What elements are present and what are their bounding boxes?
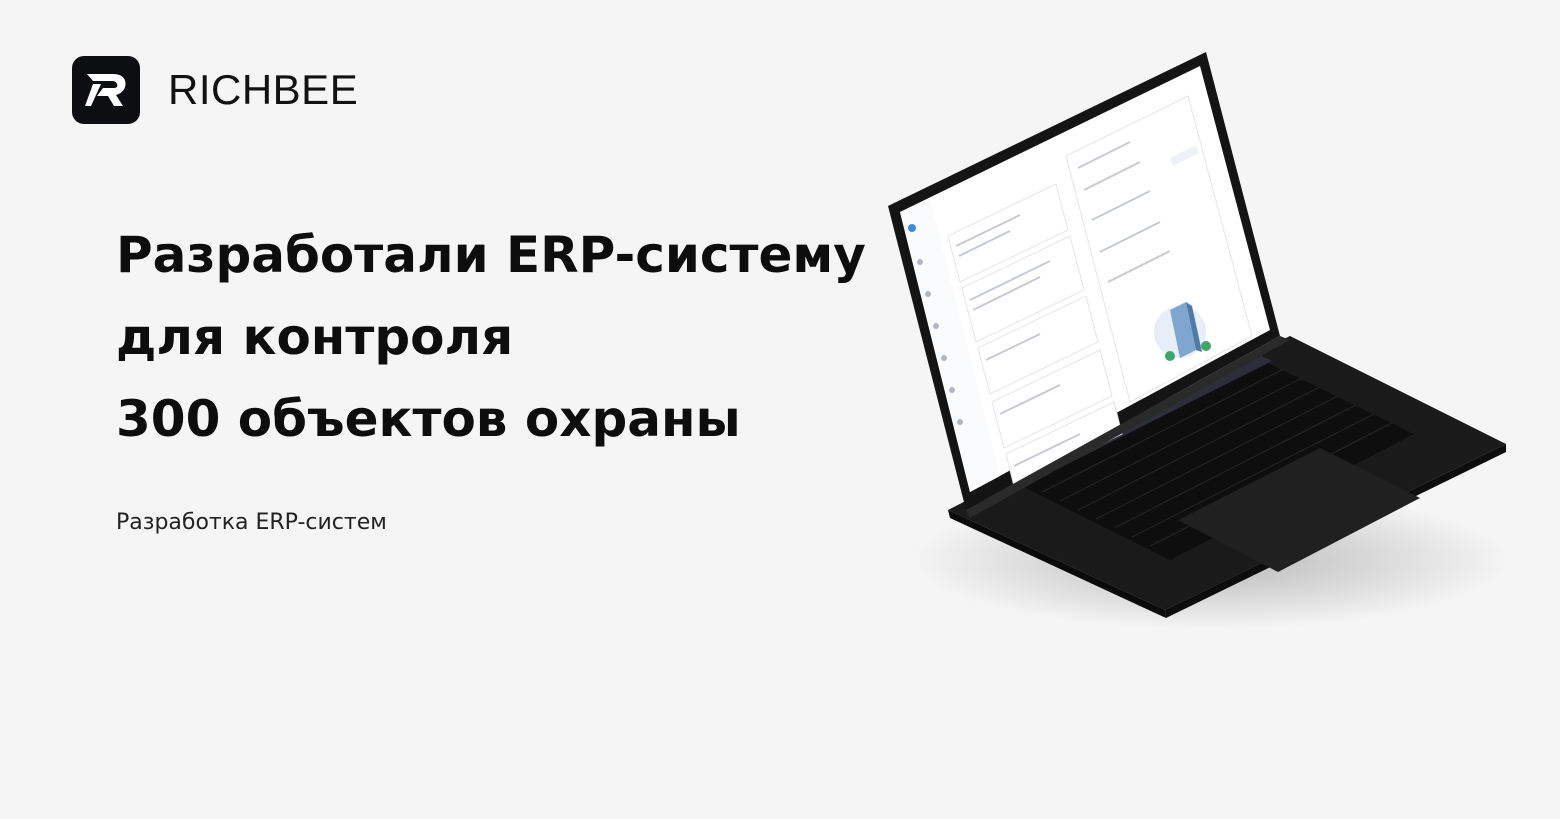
laptop-mockup (870, 40, 1530, 660)
service-subtitle: Разработка ERP-систем (116, 510, 387, 535)
brand-logo[interactable]: RICHBEE (72, 56, 358, 124)
app-logo-icon (908, 224, 916, 232)
app-sidebar (900, 198, 1000, 492)
richbee-logo-icon (72, 56, 140, 124)
app-check-button (1170, 145, 1199, 166)
laptop-hinge (966, 336, 1290, 518)
laptop-illustration (888, 52, 1510, 630)
keyboard (1022, 362, 1414, 560)
laptop-base-edge (948, 510, 1166, 618)
headline-line-2: для контроля (116, 308, 514, 366)
app-sidebar-icons (917, 259, 963, 425)
app-card-lines (955, 214, 1081, 467)
headline-line-3: 300 объектов охраны (116, 390, 741, 448)
headline: Разработали ERP-систему для контроля 300… (116, 214, 876, 460)
brand-name: RICHBEE (168, 66, 359, 113)
trackpad (1178, 448, 1420, 572)
app-detail-panel (1065, 95, 1253, 403)
headline-line-1: Разработали ERP-систему (116, 226, 866, 284)
